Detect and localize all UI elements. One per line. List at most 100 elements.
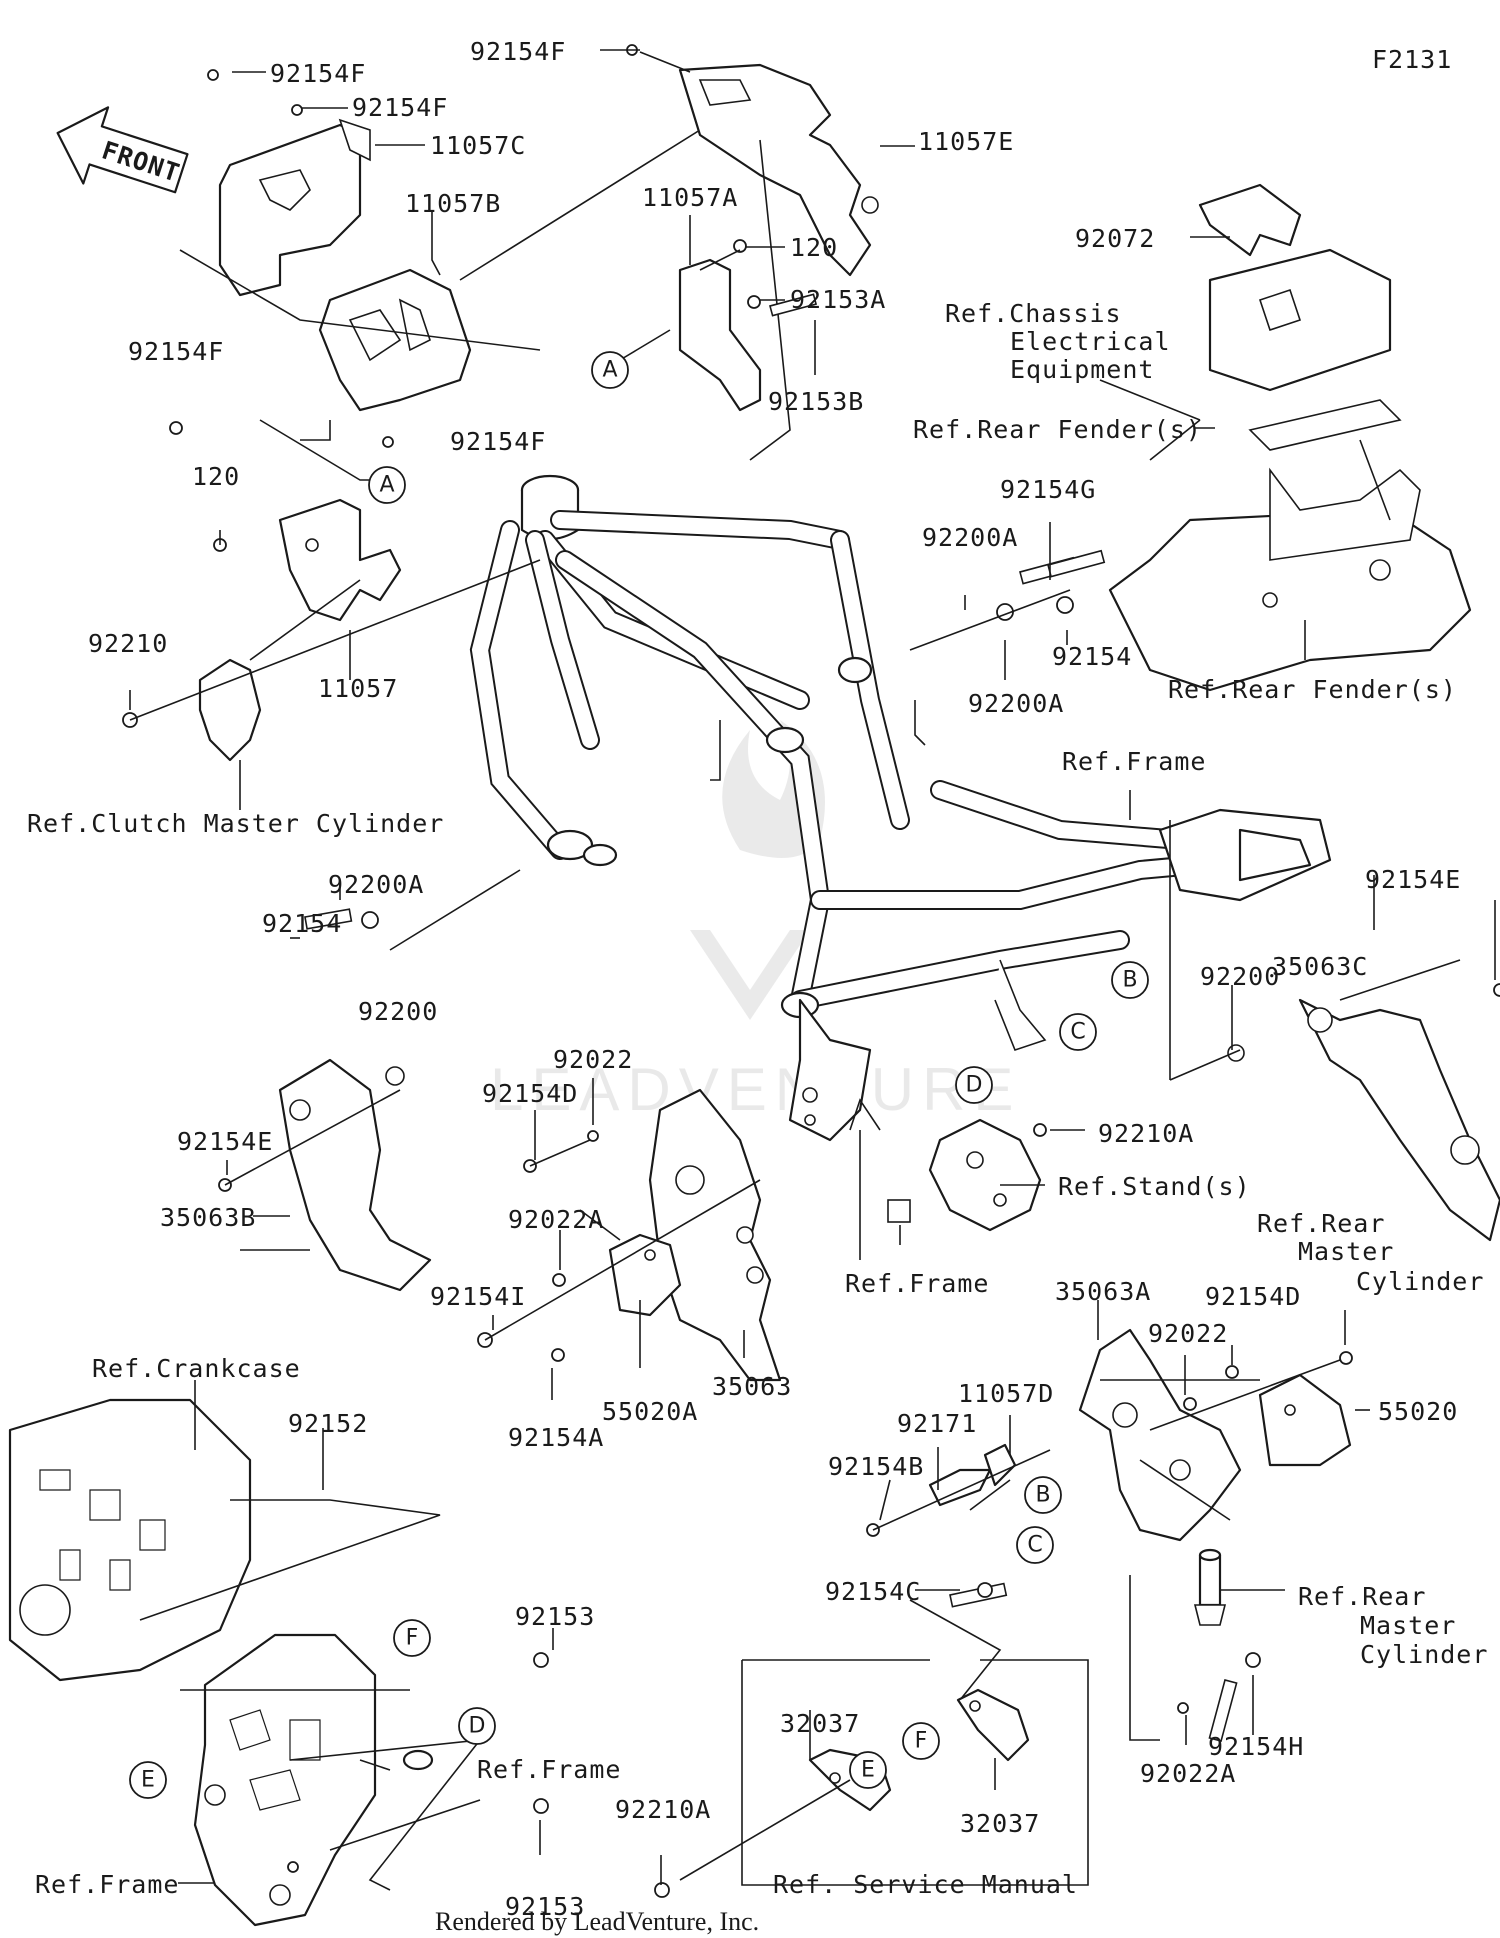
svg-text:F: F <box>406 1626 419 1651</box>
label-ref-chassis-3: Equipment <box>1010 355 1154 384</box>
svg-text:E: E <box>141 1768 155 1793</box>
svg-text:D: D <box>469 1714 486 1739</box>
label-92154F-b: 92154F <box>352 93 448 122</box>
footer-credit: Rendered by LeadVenture, Inc. <box>435 1907 759 1936</box>
label-ref-rear-mc-b-1: Ref.Rear <box>1298 1582 1426 1611</box>
callout-C2: C <box>1016 1526 1054 1564</box>
svg-text:B: B <box>1035 1483 1050 1508</box>
front-arrow: FRONT <box>56 106 189 194</box>
label-11057: 11057 <box>318 674 398 703</box>
svg-text:F: F <box>915 1729 928 1754</box>
leader-lines <box>129 49 1496 1885</box>
main-frame <box>469 474 1332 1142</box>
label-11057A: 11057A <box>642 183 738 212</box>
left-mount-fasteners <box>304 869 521 951</box>
label-92153B: 92153B <box>768 387 864 416</box>
ecu-bracket-assembly <box>169 44 761 448</box>
label-92200A-a: 92200A <box>922 523 1018 552</box>
label-92200A-b: 92200A <box>968 689 1064 718</box>
label-92154E-a: 92154E <box>1365 865 1461 894</box>
label-11057E: 11057E <box>918 127 1014 156</box>
callout-C1: C <box>1059 1013 1097 1051</box>
label-92153-a: 92153 <box>515 1602 595 1631</box>
bracket-11057E <box>639 51 879 461</box>
label-11057B: 11057B <box>405 189 501 218</box>
bracket-35063 <box>477 1088 782 1382</box>
label-ref-rear-mc-a-2: Master <box>1298 1237 1394 1266</box>
label-92154E-b: 92154E <box>177 1127 273 1156</box>
label-ref-rear-mc-b-3: Cylinder <box>1360 1640 1488 1669</box>
service-manual-box <box>654 1659 1089 1898</box>
label-ref-service-manual: Ref. Service Manual <box>773 1870 1078 1899</box>
callout-D1: D <box>955 1066 993 1104</box>
label-35063C: 35063C <box>1272 952 1368 981</box>
label-32037-b: 32037 <box>960 1809 1040 1838</box>
svg-text:E: E <box>861 1758 875 1783</box>
rear-master-cylinder <box>1139 1459 1231 1626</box>
label-92200-a: 92200 <box>358 997 438 1026</box>
bracket-11057A <box>619 239 818 412</box>
label-92154B: 92154B <box>828 1452 924 1481</box>
label-ref-frame-c: Ref.Frame <box>477 1755 621 1784</box>
callout-D2: D <box>458 1707 496 1745</box>
crankcase <box>8 1398 441 1682</box>
label-ref-frame-a: Ref.Frame <box>1062 747 1206 776</box>
label-92154F-c: 92154F <box>470 37 566 66</box>
label-92153-b: 92153 <box>505 1892 585 1921</box>
label-92154-a: 92154 <box>1052 642 1132 671</box>
stand-bracket <box>849 1098 1047 1260</box>
label-120-a: 120 <box>790 233 838 262</box>
label-92154F-e: 92154F <box>450 427 546 456</box>
bracket-11057D <box>866 1443 1051 1537</box>
label-92154H: 92154H <box>1208 1732 1304 1761</box>
svg-text:B: B <box>1122 968 1137 993</box>
label-35063A: 35063A <box>1055 1277 1151 1306</box>
label-55020A: 55020A <box>602 1397 698 1426</box>
callout-E1: E <box>129 1761 167 1799</box>
label-ref-clutch: Ref.Clutch Master Cylinder <box>27 809 444 838</box>
label-92022A-a: 92022A <box>508 1205 604 1234</box>
label-92154A: 92154A <box>508 1423 604 1452</box>
label-92210: 92210 <box>88 629 168 658</box>
label-92072: 92072 <box>1075 224 1155 253</box>
svg-text:C: C <box>1027 1533 1042 1558</box>
label-92154F-a: 92154F <box>270 59 366 88</box>
label-92200A-c: 92200A <box>328 870 424 899</box>
callout-F1: F <box>393 1619 431 1657</box>
label-ref-rear-mc-a-1: Ref.Rear <box>1257 1209 1385 1238</box>
battery-box-assembly <box>1099 183 1402 461</box>
label-ref-frame-b: Ref.Frame <box>845 1269 989 1298</box>
label-ref-chassis-2: Electrical <box>1010 327 1171 356</box>
label-ref-stand: Ref.Stand(s) <box>1058 1172 1251 1201</box>
label-ref-rear-fender-a: Ref.Rear Fender(s) <box>913 415 1202 444</box>
figure-code: F2131 <box>1372 45 1452 74</box>
label-35063: 35063 <box>712 1372 792 1401</box>
callout-B2: B <box>1024 1476 1062 1514</box>
label-92152: 92152 <box>288 1409 368 1438</box>
label-32037-a: 32037 <box>780 1709 860 1738</box>
label-92154G: 92154G <box>1000 475 1096 504</box>
fender-fasteners <box>909 549 1106 651</box>
label-92154C: 92154C <box>825 1577 921 1606</box>
label-92154I: 92154I <box>430 1282 526 1311</box>
label-11057C: 11057C <box>430 131 526 160</box>
bracket-35063A <box>1078 1328 1353 1741</box>
callout-A2: A <box>368 466 406 504</box>
label-ref-chassis-1: Ref.Chassis <box>945 299 1122 328</box>
label-11057D: 11057D <box>958 1379 1054 1408</box>
label-ref-rear-mc-a-3: Cylinder <box>1356 1267 1484 1296</box>
footpeg-bracket-35063B <box>218 1058 432 1292</box>
callout-A1: A <box>591 351 629 389</box>
watermark-text: LEADVENTURE <box>490 1056 1021 1123</box>
label-92154-b: 92154 <box>262 909 342 938</box>
label-92154D-b: 92154D <box>1205 1282 1301 1311</box>
label-ref-crankcase: Ref.Crankcase <box>92 1354 301 1383</box>
engine-mount-plate <box>180 1633 549 1927</box>
rear-fender <box>1108 439 1472 692</box>
svg-text:A: A <box>379 473 394 498</box>
label-120-b: 120 <box>192 462 240 491</box>
lower-right-fasteners <box>909 1582 1261 1743</box>
footpeg-bracket-35063C <box>1169 820 1500 1242</box>
label-92022-b: 92022 <box>1148 1319 1228 1348</box>
